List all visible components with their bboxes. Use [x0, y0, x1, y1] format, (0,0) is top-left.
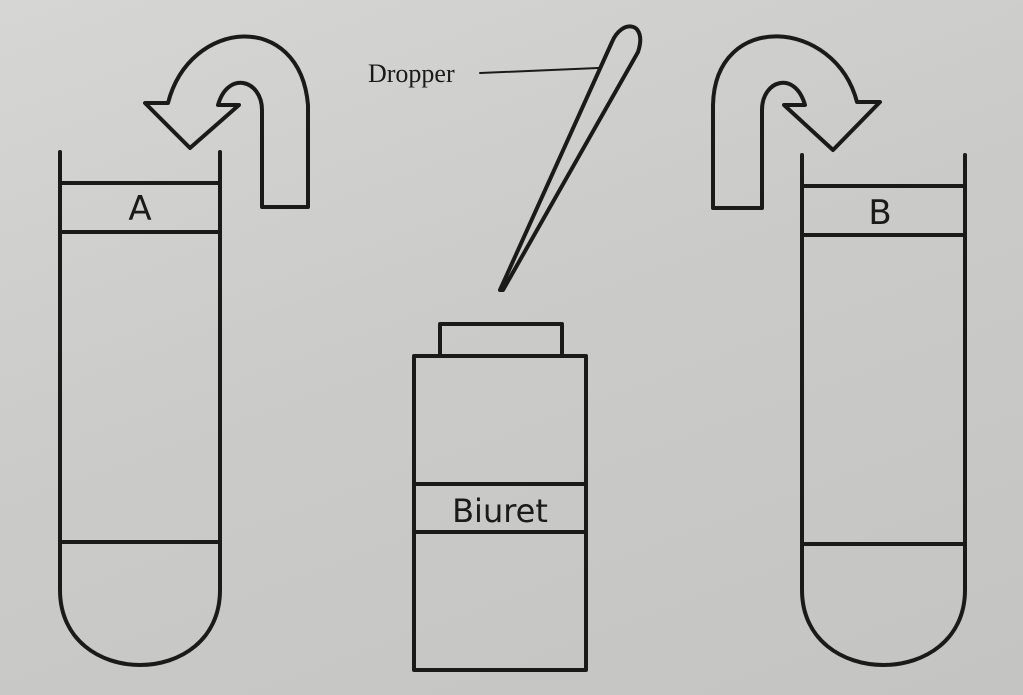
test-tube-a: A: [58, 150, 222, 667]
tube-b-label: B: [868, 193, 891, 233]
bottle-cap: [438, 322, 564, 358]
biuret-bottle: Biuret: [412, 322, 588, 672]
bottle-label: Biuret: [452, 492, 548, 530]
dropper-pointer-line: [479, 67, 599, 74]
dropper: [498, 24, 643, 292]
test-tube-b: B: [800, 153, 967, 667]
bottle-body: [412, 354, 588, 672]
tube-a-label: A: [128, 189, 151, 229]
curved-arrow-right-icon: [711, 34, 882, 210]
curved-arrow-left-icon: [143, 34, 310, 209]
dropper-label: Dropper: [368, 59, 455, 88]
